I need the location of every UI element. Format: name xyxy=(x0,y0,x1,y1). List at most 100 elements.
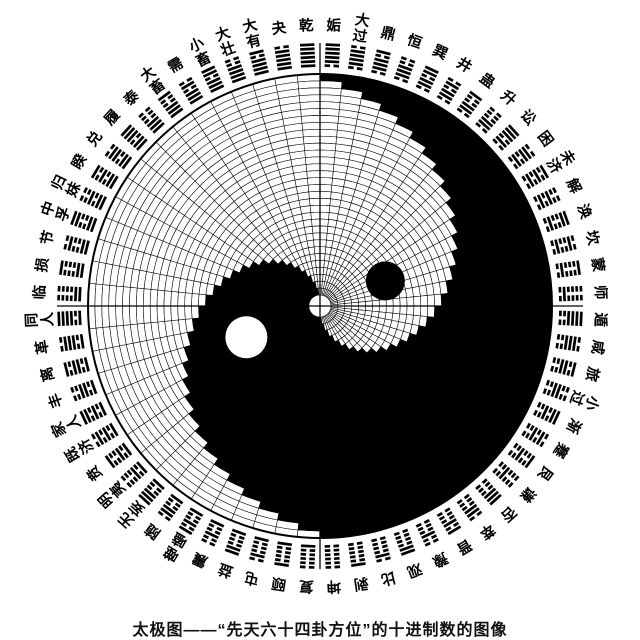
yin-line xyxy=(533,409,538,416)
yin-line xyxy=(285,546,292,551)
yin-line xyxy=(489,106,496,113)
yin-line xyxy=(86,407,92,414)
yin-line xyxy=(348,546,355,551)
hexagram-label: 比 xyxy=(379,568,397,589)
yang-line xyxy=(71,360,78,375)
yin-line xyxy=(521,430,527,437)
hexagram-label: 颐 xyxy=(270,574,287,593)
yang-line xyxy=(514,447,526,461)
yang-line xyxy=(157,90,171,102)
yang-cell xyxy=(205,283,215,296)
yang-cell xyxy=(191,305,200,319)
yin-line xyxy=(94,403,100,410)
yin-line xyxy=(252,544,259,549)
yang-cell xyxy=(319,128,338,138)
hexagram-symbol-大有 xyxy=(249,49,269,76)
yang-cell xyxy=(312,232,321,241)
hexagram-symbol-咸 xyxy=(555,333,581,352)
yang-line xyxy=(566,310,571,326)
yang-cell xyxy=(392,305,401,315)
yin-line xyxy=(210,538,218,543)
yang-line xyxy=(397,64,413,72)
hexagram-symbol-姤 xyxy=(324,43,341,68)
hexagram-symbol-大过 xyxy=(347,45,366,71)
yin-line xyxy=(422,538,430,543)
yin-line xyxy=(250,55,257,60)
yin-line xyxy=(498,461,504,468)
yin-line xyxy=(186,76,193,83)
yin-line xyxy=(68,261,73,268)
yang-line xyxy=(160,507,174,518)
yin-line xyxy=(356,67,363,71)
hexagram-symbol-小过 xyxy=(542,379,570,402)
yang-line xyxy=(443,518,457,528)
hexagram-symbol-睽 xyxy=(90,164,119,190)
yang-line xyxy=(170,107,184,119)
yang-cell xyxy=(419,305,428,317)
yin-line xyxy=(504,479,511,485)
yin-line xyxy=(94,174,100,181)
hexagram-label: 旅 xyxy=(582,365,603,384)
yang-cell xyxy=(419,295,428,307)
yang-line xyxy=(325,47,340,51)
yang-line xyxy=(210,519,225,528)
yang-line xyxy=(136,461,148,474)
hexagram-sector-大有 xyxy=(252,78,319,296)
yang-cell xyxy=(301,122,321,131)
hexagram-symbol-离 xyxy=(63,357,90,377)
black-eye xyxy=(365,261,405,301)
yin-line xyxy=(567,261,572,268)
yang-line xyxy=(74,286,78,302)
yang-line xyxy=(224,548,240,556)
yang-line xyxy=(121,156,133,170)
hexagram-symbol-临 xyxy=(57,285,82,302)
yang-line xyxy=(78,286,82,302)
yin-line xyxy=(421,72,428,78)
yang-cell xyxy=(149,305,159,323)
yang-line xyxy=(79,239,86,254)
yang-cell xyxy=(303,135,321,145)
yin-line xyxy=(59,337,63,343)
yin-line xyxy=(261,542,268,547)
hexagram-sector-恒 xyxy=(322,83,410,297)
yin-line xyxy=(132,464,139,470)
yang-line xyxy=(351,562,366,567)
yang-line xyxy=(152,478,165,490)
hexagram-symbol-节 xyxy=(63,235,90,255)
yang-line xyxy=(459,104,473,115)
hexagram-label: 井 xyxy=(454,54,476,77)
yang-line xyxy=(183,518,197,528)
hexagram-sector-需 xyxy=(190,101,316,298)
yin-line xyxy=(544,200,550,207)
yin-line xyxy=(129,479,136,485)
yang-line xyxy=(79,410,88,425)
yin-line xyxy=(74,385,79,392)
yin-line xyxy=(559,343,564,350)
hexagram-symbol-未济 xyxy=(521,164,550,190)
yin-line xyxy=(498,144,504,151)
yin-line xyxy=(526,452,532,459)
yin-line xyxy=(284,555,291,559)
yin-line xyxy=(153,490,160,497)
yin-line xyxy=(490,118,497,125)
yin-line xyxy=(373,546,380,551)
yin-line xyxy=(406,540,413,545)
yang-line xyxy=(576,260,581,275)
yin-line xyxy=(507,481,514,488)
yin-line xyxy=(429,76,436,82)
yin-line xyxy=(216,526,223,532)
yin-line xyxy=(495,470,502,477)
hexagram-sector-中孚 xyxy=(97,216,311,304)
hexagram-label: 恒 xyxy=(405,31,425,53)
yang-cell xyxy=(378,299,387,307)
hexagram-label: 观 xyxy=(404,560,424,581)
yang-line xyxy=(251,57,266,64)
yin-line xyxy=(550,365,555,372)
yin-line xyxy=(554,213,559,220)
yang-line xyxy=(528,427,539,441)
hexagram-label: 剥 xyxy=(353,574,370,593)
yang-cell xyxy=(358,301,366,307)
yin-line xyxy=(274,46,281,50)
yin-line xyxy=(552,196,557,204)
yin-line xyxy=(473,99,480,105)
